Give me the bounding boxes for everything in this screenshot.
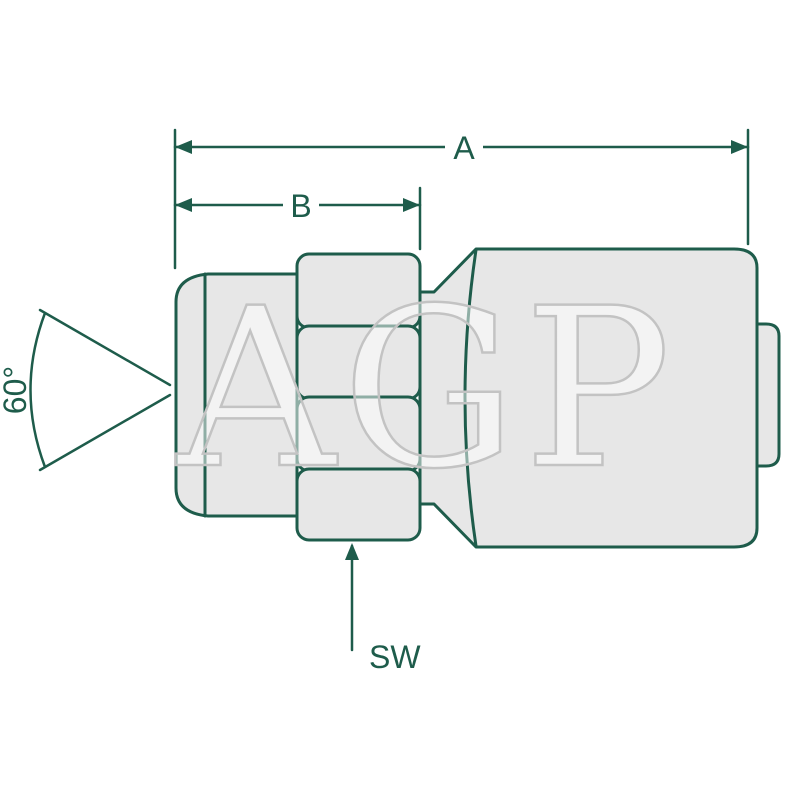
watermark-text: AGP: [175, 261, 678, 517]
hose-tail-end: [755, 322, 781, 468]
label-bg-a: [445, 131, 483, 163]
crimp-shoulder-curve: [463, 248, 478, 548]
label-dim-b: B: [290, 188, 311, 224]
angle-line-top: [38, 308, 172, 387]
arrowhead-b-left: [175, 198, 192, 212]
label-dim-a: A: [453, 130, 475, 166]
arrowhead-a-left: [175, 140, 192, 154]
label-bg-b: [283, 189, 319, 221]
arrowhead-a-right: [731, 140, 748, 154]
label-wrench-size: SW: [369, 639, 421, 675]
shell-body: [418, 247, 759, 549]
angle-arc: [29, 311, 47, 469]
arrowhead-sw-up: [345, 543, 359, 560]
arrowhead-b-right: [403, 198, 420, 212]
label-cone-angle: 60°: [0, 366, 33, 414]
hex-facet-bottom: [295, 467, 422, 542]
angle-line-bottom: [38, 393, 172, 472]
